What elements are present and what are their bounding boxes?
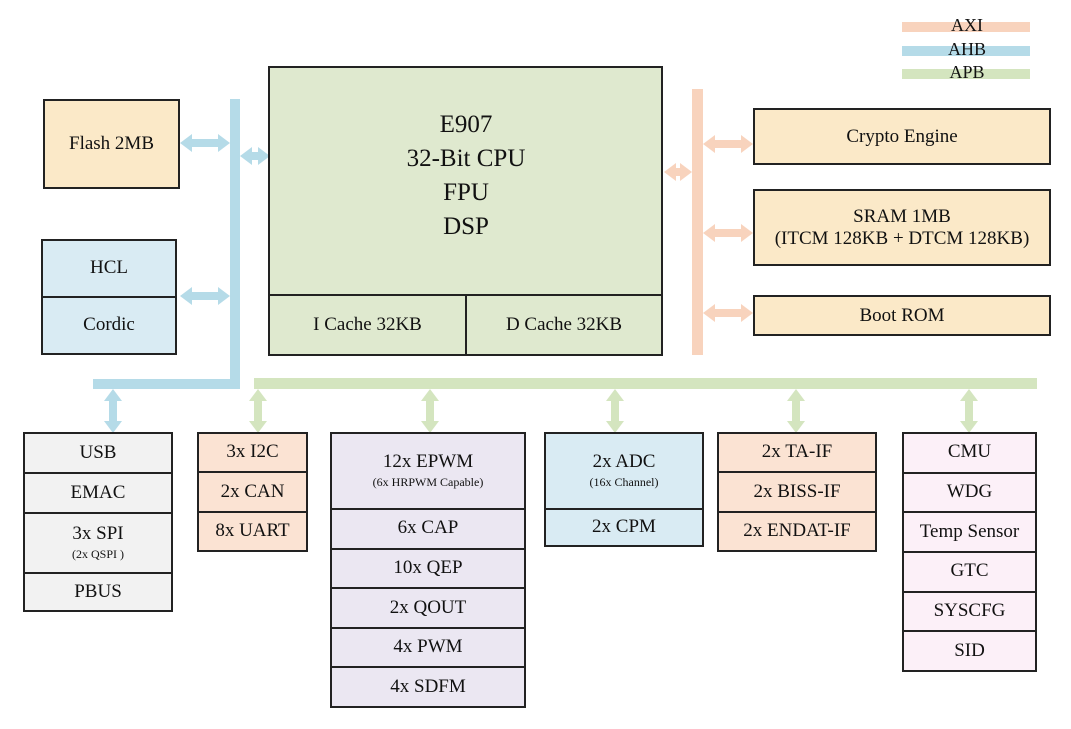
crypto-engine-block: Crypto Engine [753, 108, 1051, 165]
apb-bus [249, 378, 1037, 433]
sdfm-cell: 4x SDFM [332, 666, 524, 706]
legend-axi-swatch [902, 22, 1030, 32]
sram-line-2: (ITCM 128KB + DTCM 128KB) [774, 227, 1030, 249]
uart-label: 8x UART [215, 519, 290, 541]
ahb-bus [93, 99, 270, 433]
hcl-cordic-block: HCL Cordic [41, 239, 177, 355]
usb-cell: USB [25, 434, 171, 472]
flash-block: Flash 2MB [43, 99, 180, 189]
axi-bus [664, 89, 753, 355]
uart-cell: 8x UART [199, 510, 306, 550]
usb-group: USB EMAC 3x SPI (2x QSPI ) PBUS [23, 432, 173, 612]
sdfm-label: 4x SDFM [390, 675, 466, 697]
cpu-block: I Cache 32KB D Cache 32KB [268, 66, 663, 356]
sid-label: SID [954, 639, 985, 661]
cordic-cell: Cordic [43, 296, 175, 353]
syscfg-cell: SYSCFG [904, 590, 1035, 631]
temp-sensor-label: Temp Sensor [919, 520, 1020, 542]
taif-group: 2x TA-IF 2x BISS-IF 2x ENDAT-IF [717, 432, 877, 552]
taif-label: 2x TA-IF [761, 441, 833, 463]
epwm-sub-label: (6x HRPWM Capable) [372, 475, 484, 490]
boot-rom-block: Boot ROM [753, 295, 1051, 336]
cap-label: 6x CAP [397, 517, 459, 539]
cpm-label: 2x CPM [592, 516, 656, 538]
qep-label: 10x QEP [393, 556, 463, 578]
can-cell: 2x CAN [199, 471, 306, 510]
cap-cell: 6x CAP [332, 508, 524, 548]
biss-label: 2x BISS-IF [753, 480, 841, 502]
pbus-label: PBUS [74, 580, 122, 602]
spi-label: 3x SPI [72, 523, 124, 545]
pwm-cell: 4x PWM [332, 626, 524, 667]
i2c-label: 3x I2C [226, 441, 279, 463]
adc-group: 2x ADC (16x Channel) 2x CPM [544, 432, 704, 547]
cpu-line-2: 32-Bit CPU [406, 145, 526, 172]
legend-axi-label: AXI [951, 15, 983, 35]
dcache-cell: D Cache 32KB [505, 314, 623, 335]
endat-cell: 2x ENDAT-IF [719, 510, 875, 550]
taif-cell: 2x TA-IF [719, 434, 875, 471]
cmu-group: CMU WDG Temp Sensor GTC SYSCFG SID [902, 432, 1037, 672]
usb-label: USB [79, 441, 117, 463]
cpu-line-1: E907 [439, 111, 493, 138]
qout-cell: 2x QOUT [332, 587, 524, 627]
hcl-label: HCL [90, 257, 128, 279]
sram-block: SRAM 1MB (ITCM 128KB + DTCM 128KB) [753, 189, 1051, 266]
spi-sub-label: (2x QSPI ) [71, 547, 124, 562]
cordic-label: Cordic [83, 314, 135, 336]
sram-line-1: SRAM 1MB [853, 205, 951, 227]
epwm-label: 12x EPWM [382, 451, 474, 473]
legend-ahb-swatch [902, 46, 1030, 56]
cpu-line-3: FPU [443, 179, 489, 206]
i2c-group: 3x I2C 2x CAN 8x UART [197, 432, 308, 552]
legend-apb-label: APB [949, 62, 985, 82]
adc-cell: 2x ADC (16x Channel) [546, 434, 702, 508]
can-label: 2x CAN [220, 480, 285, 502]
epwm-cell: 12x EPWM (6x HRPWM Capable) [332, 434, 524, 508]
wdg-cell: WDG [904, 471, 1035, 512]
temp-sensor-cell: Temp Sensor [904, 511, 1035, 551]
spi-cell: 3x SPI (2x QSPI ) [25, 512, 171, 572]
syscfg-label: SYSCFG [933, 600, 1006, 622]
hcl-cell: HCL [43, 241, 175, 296]
biss-cell: 2x BISS-IF [719, 471, 875, 510]
endat-label: 2x ENDAT-IF [743, 519, 851, 541]
epwm-group: 12x EPWM (6x HRPWM Capable) 6x CAP 10x Q… [330, 432, 526, 708]
icache-cell: I Cache 32KB [270, 296, 467, 354]
cpu-title: E907 32-Bit CPU FPU DSP [270, 108, 662, 244]
cache-row: I Cache 32KB D Cache 32KB [270, 294, 661, 354]
cpm-cell: 2x CPM [546, 508, 702, 545]
pwm-label: 4x PWM [393, 636, 463, 658]
emac-cell: EMAC [25, 472, 171, 512]
cmu-cell: CMU [904, 434, 1035, 472]
sid-cell: SID [904, 630, 1035, 670]
i2c-cell: 3x I2C [199, 434, 306, 471]
emac-label: EMAC [70, 481, 126, 503]
gtc-label: GTC [950, 560, 989, 582]
qep-cell: 10x QEP [332, 547, 524, 588]
legend-ahb-label: AHB [947, 39, 986, 59]
wdg-label: WDG [946, 481, 993, 503]
cmu-label: CMU [947, 441, 992, 463]
pbus-cell: PBUS [25, 572, 171, 610]
adc-label: 2x ADC [592, 451, 656, 473]
legend-apb-swatch [902, 69, 1030, 79]
gtc-cell: GTC [904, 551, 1035, 591]
adc-sub-label: (16x Channel) [589, 475, 659, 490]
qout-label: 2x QOUT [389, 596, 467, 618]
cpu-line-4: DSP [443, 213, 489, 240]
